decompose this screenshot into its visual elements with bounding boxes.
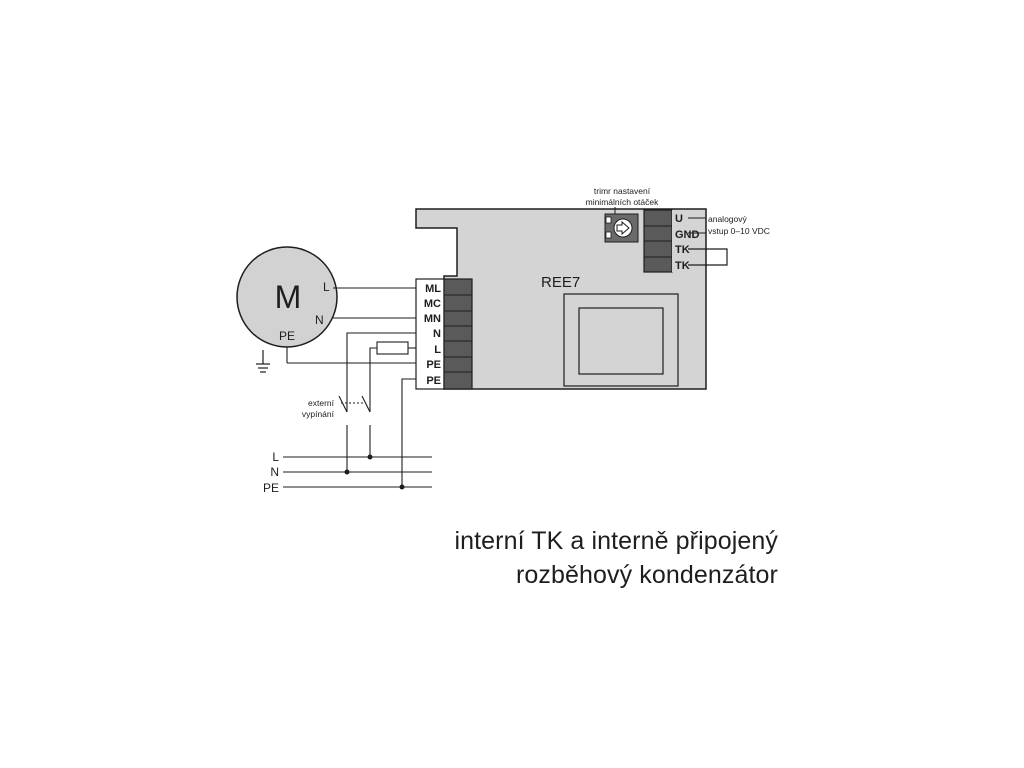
caption-line-1: interní TK a interně připojený: [454, 527, 778, 555]
caption-line-2: rozběhový kondenzátor: [516, 561, 778, 589]
control-label-tk-1: TK: [675, 244, 690, 256]
terminal-label-l: L: [434, 344, 441, 356]
external-switch-label-line-1: externí: [308, 398, 335, 408]
tk-loop: [688, 248, 728, 266]
terminal-label-ml: ML: [425, 283, 441, 295]
fuse: [376, 341, 409, 355]
controller-name: REE7: [541, 274, 580, 291]
control-label-u: U: [675, 213, 683, 225]
control-terminal-block: [643, 209, 688, 273]
main-terminal-block: [415, 278, 473, 390]
motor-symbol: M: [275, 279, 302, 315]
external-switch-label-line-2: vypínání: [302, 409, 335, 419]
analog-input-label-line-2: vstup 0–10 VDC: [708, 226, 770, 236]
trimmer-arrow-icon: [616, 220, 630, 236]
junction-dots: [344, 454, 405, 490]
transformer: [563, 293, 679, 387]
trimmer-label-line-2: minimálních otáček: [586, 197, 660, 207]
external-switch: [338, 395, 371, 413]
supply-label-l: L: [272, 450, 279, 464]
trimmer-label-line-1: trimr nastavení: [594, 186, 651, 196]
trimmer: [604, 207, 639, 243]
motor: M L N PE: [236, 246, 338, 348]
terminal-label-pe-2: PE: [426, 375, 441, 387]
terminal-label-n: N: [433, 328, 441, 340]
control-label-tk-2: TK: [675, 260, 690, 272]
motor-terminal-pe: PE: [279, 329, 295, 343]
terminal-label-mc: MC: [424, 298, 441, 310]
motor-terminal-n: N: [315, 313, 324, 327]
supply-lines: [283, 456, 432, 488]
wiring: [286, 287, 416, 487]
supply-label-pe: PE: [263, 481, 279, 495]
terminal-label-pe-1: PE: [426, 359, 441, 371]
analog-input-label-line-1: analogový: [708, 214, 748, 224]
control-label-gnd: GND: [675, 229, 700, 241]
terminal-label-mn: MN: [424, 313, 441, 325]
motor-terminal-l: L: [323, 280, 330, 294]
supply-label-n: N: [270, 465, 279, 479]
ground-icon: [256, 350, 270, 373]
